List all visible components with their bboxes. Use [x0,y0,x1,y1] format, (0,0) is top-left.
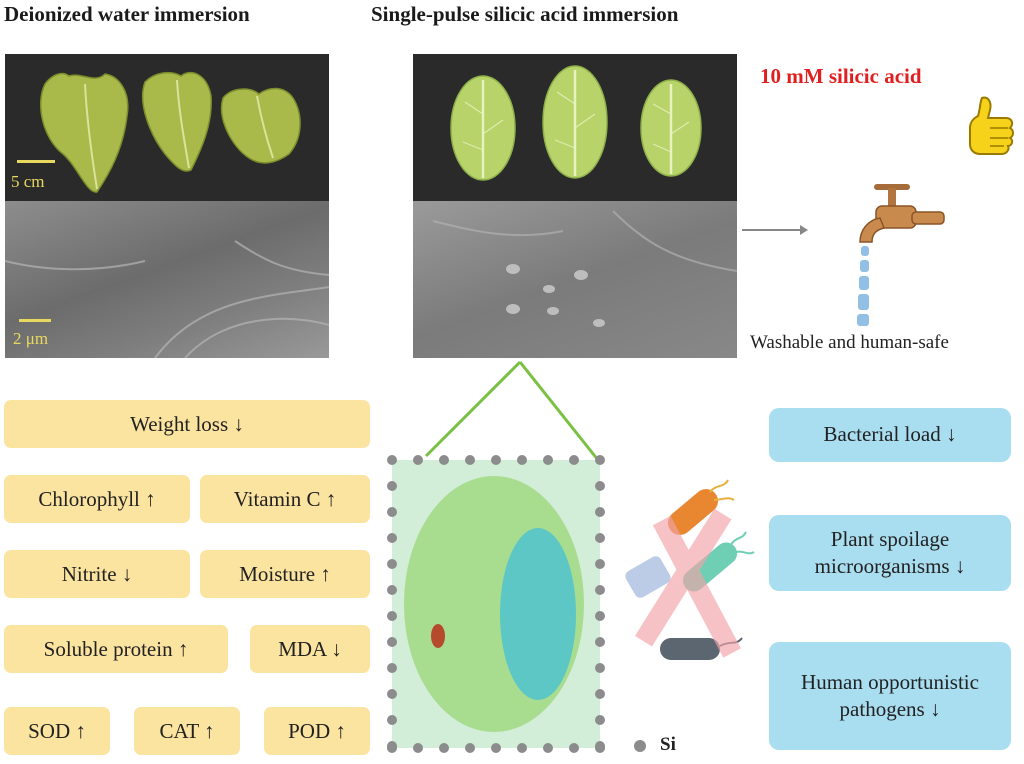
indicator-soluble-protein: Soluble protein ↑ [4,625,228,673]
si-particle [387,611,397,621]
indicator-pod: POD ↑ [264,707,370,755]
si-particle [439,455,449,465]
si-particle [413,743,423,753]
si-particle [595,637,605,647]
si-particle [387,663,397,673]
thumbs-up-icon [966,94,1018,156]
indicator-vitamin-c: Vitamin C ↑ [200,475,370,523]
si-particle [569,455,579,465]
si-particle [491,455,501,465]
si-particle [387,559,397,569]
vacuole [500,528,576,700]
si-particle [387,585,397,595]
indicator-mda: MDA ↓ [250,625,370,673]
indicator-cat: CAT ↑ [134,707,240,755]
photo-scale-bar [17,160,55,163]
silicic-acid-concentration-label: 10 mM silicic acid [760,64,922,88]
to-faucet-arrow [742,225,808,235]
si-particle [439,743,449,753]
si-particle [517,455,527,465]
si-particle [387,741,397,751]
si-particle [543,743,553,753]
left-panel-title: Deionized water immersion [4,2,250,26]
sem-silica-deposits [432,210,737,327]
sem-surface-texture [5,240,329,358]
left-sem-image: 2 μm [5,201,329,358]
photo-scale-label: 5 cm [11,172,45,191]
fresh-lettuce-leaves [450,65,702,181]
si-particle [387,455,397,465]
si-particle [595,715,605,725]
si-particle [387,715,397,725]
indicator-chlorophyll: Chlorophyll ↑ [4,475,190,523]
washable-caption: Washable and human-safe [750,332,949,353]
right-panel-title: Single-pulse silicic acid immersion [371,2,679,26]
effect-bacterial-load: Bacterial load ↓ [769,408,1011,462]
si-particle [387,637,397,647]
si-particle [543,455,553,465]
si-particle [595,741,605,751]
si-legend-label: Si [660,734,676,755]
si-particle [569,743,579,753]
si-particle [595,559,605,569]
indicator-nitrite: Nitrite ↓ [4,550,190,598]
si-particle [595,455,605,465]
sem-scale-bar [19,319,51,322]
wilted-lettuce-leaves [39,71,301,193]
si-particle [465,455,475,465]
si-particle [387,533,397,543]
sem-scale-label: 2 μm [13,329,49,348]
si-particle [595,507,605,517]
si-particle [387,481,397,491]
si-particle [387,507,397,517]
si-particle [517,743,527,753]
si-particle-icon [634,740,646,752]
right-lettuce-photo [413,54,737,201]
si-particle [465,743,475,753]
indicator-moisture: Moisture ↑ [200,550,370,598]
si-particle [595,689,605,699]
bacteria-crossed-out [618,470,758,670]
organelle [431,624,445,648]
indicator-weight-loss: Weight loss ↓ [4,400,370,448]
si-particle [595,663,605,673]
effect-plant-spoilage: Plant spoilage microorganisms ↓ [769,515,1011,591]
si-particle [595,611,605,621]
zoom-connector-lines [424,360,600,461]
effect-human-pathogens: Human opportunistic pathogens ↓ [769,642,1011,750]
left-lettuce-photo: 5 cm [5,54,329,201]
si-particle [413,455,423,465]
si-particle [595,585,605,595]
faucet-icon [840,180,950,330]
indicator-sod: SOD ↑ [4,707,110,755]
plant-cell-diagram [380,448,612,758]
si-particle [387,689,397,699]
si-particle [491,743,501,753]
cross-out-icon [635,508,741,658]
si-particle [595,481,605,491]
right-sem-image [413,201,737,358]
si-particle [595,533,605,543]
